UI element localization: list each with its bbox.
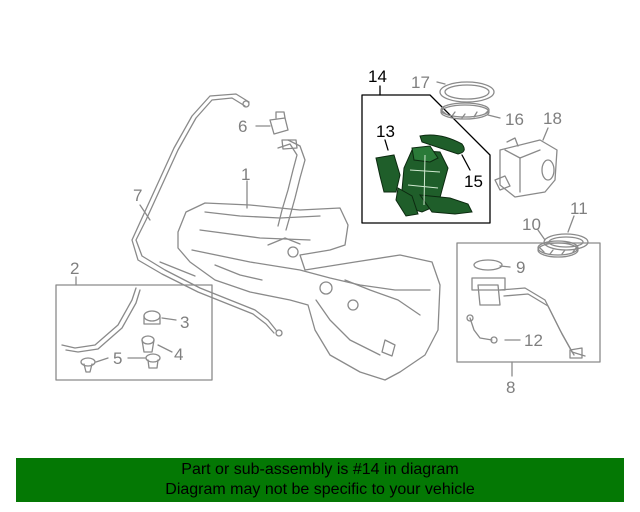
- callout-2: 2: [70, 259, 79, 278]
- ring-10: [537, 240, 579, 258]
- seal-ring-15: [419, 134, 465, 155]
- info-banner: Part or sub-assembly is #14 in diagram D…: [16, 458, 624, 502]
- callout-17: 17: [411, 73, 430, 92]
- callout-9: 9: [516, 258, 525, 277]
- leader-lines: [75, 81, 575, 377]
- callout-7: 7: [133, 186, 142, 205]
- callout-3: 3: [180, 313, 189, 332]
- pump-float-arm: [418, 194, 473, 215]
- box-part-8: [456, 242, 601, 363]
- banner-line-disclaimer: Diagram may not be specific to your vehi…: [165, 481, 475, 498]
- callout-13: 13: [376, 122, 395, 141]
- callout-8: 8: [506, 378, 515, 397]
- bracket-13: [375, 154, 401, 193]
- banner-line-part: Part or sub-assembly is #14 in diagram: [181, 461, 459, 478]
- fuel-tank: [177, 202, 441, 381]
- callout-16: 16: [505, 110, 524, 129]
- callout-14: 14: [368, 67, 387, 86]
- pump-module-18: [494, 137, 558, 198]
- box-part-2: [55, 284, 213, 381]
- filler-neck: [269, 111, 306, 231]
- callout-4: 4: [174, 345, 183, 364]
- callout-15: 15: [464, 172, 483, 191]
- callout-1: 1: [241, 165, 250, 184]
- callout-5: 5: [113, 349, 122, 368]
- callout-10: 10: [522, 215, 541, 234]
- ring-11: [543, 233, 589, 251]
- highlighted-part-14: [375, 134, 473, 217]
- ring-17: [439, 81, 495, 103]
- callout-18: 18: [543, 109, 562, 128]
- vent-line: [131, 93, 283, 337]
- callout-6: 6: [238, 117, 247, 136]
- box-part-14: [361, 94, 491, 224]
- callout-12: 12: [524, 331, 543, 350]
- ring-16: [440, 102, 490, 120]
- callout-11: 11: [570, 199, 588, 218]
